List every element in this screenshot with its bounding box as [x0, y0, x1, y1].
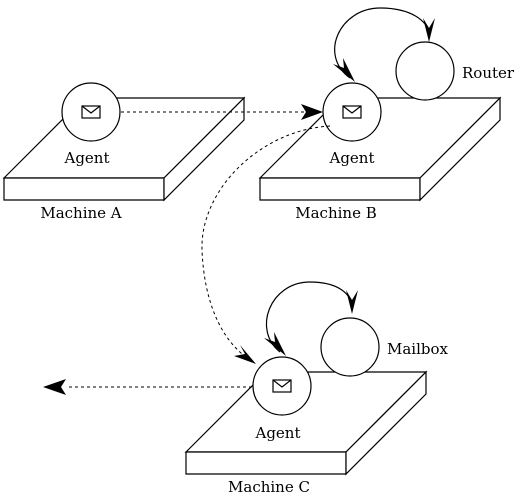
machine-c: Mailbox Agent Machine C — [184, 281, 449, 495]
machine-a-agent — [61, 82, 121, 142]
envelope-icon — [272, 379, 292, 393]
machine-b-platform — [258, 96, 502, 202]
envelope-icon — [342, 105, 362, 119]
mailbox-loop-arrow — [264, 281, 358, 356]
machine-b-agent-label: Agent — [329, 149, 375, 167]
mailbox-label: Mailbox — [387, 340, 449, 358]
machine-a-platform — [2, 96, 246, 202]
migration-arrow-a-to-b — [121, 104, 323, 120]
machine-a: Agent Machine A — [2, 82, 246, 222]
machine-a-label: Machine A — [40, 204, 121, 222]
migration-arrow-c-outbound — [43, 379, 252, 395]
migration-arrow-b-to-c — [201, 125, 331, 364]
machine-c-label: Machine C — [228, 478, 310, 495]
router-label: Router — [462, 64, 515, 82]
router-loop-arrow — [333, 7, 435, 82]
machine-b-label: Machine B — [295, 204, 377, 222]
machine-c-platform — [184, 370, 428, 476]
mailbox-node — [320, 317, 380, 377]
machine-a-agent-label: Agent — [64, 149, 110, 167]
machine-c-agent — [252, 356, 312, 416]
machine-b-agent — [322, 82, 382, 142]
machine-b: Router Agent Machine B — [258, 7, 515, 222]
envelope-icon — [81, 105, 101, 119]
router-node — [395, 41, 455, 101]
machine-c-agent-label: Agent — [255, 424, 301, 442]
